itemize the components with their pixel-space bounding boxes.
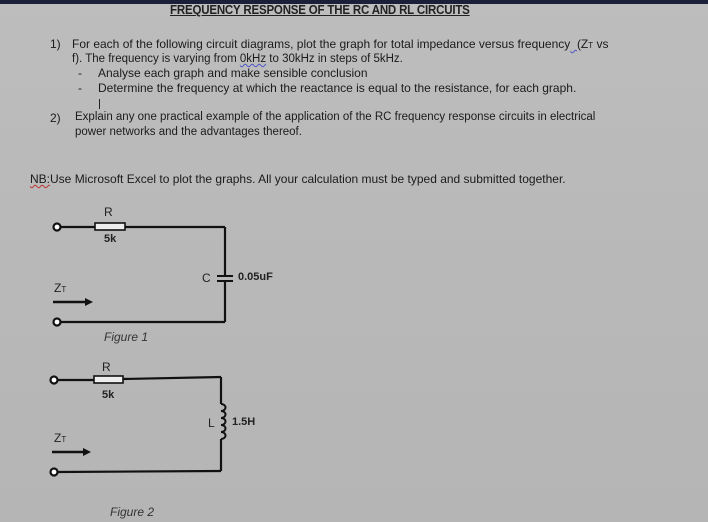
fig1-capacitor-value: 0.05uF (238, 271, 273, 283)
fig2-resistor-value: 5k (102, 389, 115, 401)
note-tag: NB: (30, 172, 51, 186)
arrow-fig1 (85, 298, 93, 306)
figure-1-circuit (52, 222, 233, 327)
question-1-vs: vs (593, 37, 609, 51)
question-1-text: For each of the following circuit diagra… (72, 37, 571, 51)
question-2-line-2: power networks and the advantages thereo… (75, 126, 302, 138)
fig1-capacitor-label: C (202, 271, 211, 285)
terminal-bottom-fig2 (49, 467, 59, 477)
figure-1-caption: Figure 1 (104, 330, 149, 344)
fig1-impedance-label: ZT (54, 281, 67, 295)
frequency-start-value: 0kHz (239, 53, 267, 65)
fig2-impedance-label: ZT (54, 431, 67, 445)
inductor-fig2 (220, 403, 227, 440)
terminal-top-fig1 (52, 222, 62, 232)
terminal-top-fig2 (49, 375, 59, 385)
window-top-edge (0, 0, 708, 4)
bullet-2-text: Determine the frequency at which the rea… (98, 81, 577, 95)
bullet-2-marker: - (78, 81, 82, 95)
fig2-inductor-value: 1.5H (232, 416, 256, 428)
zt-subscript: T (588, 41, 594, 50)
question-1-line-2-end: to 30kHz in steps of 5kHz. (266, 53, 403, 65)
question-1-line-2: f). The frequency is varying from 0kHz t… (72, 52, 403, 67)
document-title: FREQUENCY RESPONSE OF THE RC AND RL CIRC… (170, 3, 470, 17)
question-1-line-2-start: f). The frequency is varying from (72, 53, 240, 65)
arrow-fig2 (83, 448, 91, 456)
bullet-1-text: Analyse each graph and make sensible con… (98, 66, 368, 80)
fig2-inductor-label: L (208, 416, 215, 430)
resistor-fig1 (94, 222, 126, 231)
resistor-fig2 (93, 375, 124, 384)
question-2-line-1: Explain any one practical example of the… (75, 111, 596, 123)
question-1-number: 1) (50, 37, 61, 51)
figure-2-circuit (49, 375, 227, 477)
note-line: NB:Use Microsoft Excel to plot the graph… (30, 172, 566, 186)
terminal-bottom-fig1 (52, 317, 62, 327)
note-text: Use Microsoft Excel to plot the graphs. … (50, 172, 566, 186)
fig1-resistor-value: 5k (104, 233, 117, 245)
question-2-number: 2) (50, 111, 61, 125)
figure-2-caption: Figure 2 (110, 505, 155, 519)
question-1-line-1: For each of the following circuit diagra… (72, 37, 609, 53)
bullet-1-marker: - (78, 66, 82, 80)
zt-symbol: (Z (576, 37, 589, 51)
fig2-resistor-label: R (102, 360, 111, 374)
fig1-resistor-label: R (104, 205, 113, 219)
text-cursor (99, 99, 100, 109)
